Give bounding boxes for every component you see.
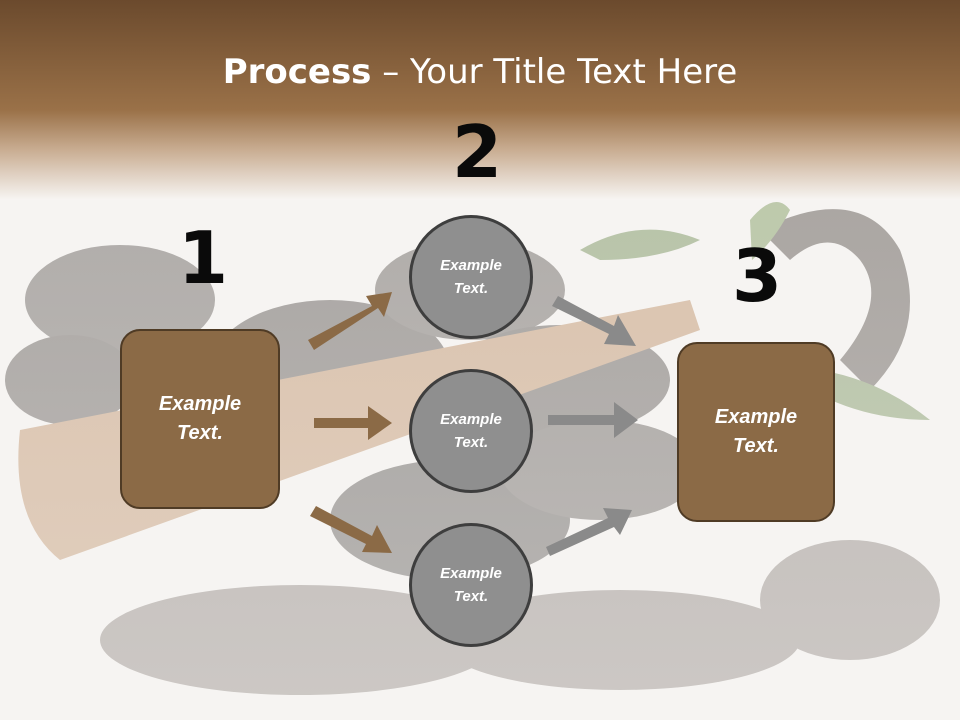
- arrow-from-circle-middle: [548, 402, 638, 438]
- circle-top: Example Text.: [409, 215, 533, 339]
- slide-title: Process – Your Title Text Here: [0, 52, 960, 92]
- right-process-box: Example Text.: [677, 342, 835, 522]
- circle-top-line1: Example: [440, 257, 502, 274]
- step-number-3: 3: [732, 234, 783, 318]
- title-rest: – Your Title Text Here: [371, 52, 738, 92]
- arrow-from-circle-bottom: [546, 508, 632, 556]
- circle-middle-line2: Text.: [453, 434, 489, 451]
- left-box-line1: Example: [158, 393, 242, 415]
- left-process-box: Example Text.: [120, 329, 280, 509]
- arrow-to-circle-top: [308, 292, 392, 350]
- step-number-2: 2: [452, 110, 503, 194]
- circle-bottom: Example Text.: [409, 523, 533, 647]
- circle-middle: Example Text.: [409, 369, 533, 493]
- gray-arrows: [546, 296, 638, 556]
- brown-arrows: [308, 292, 392, 553]
- circle-bottom-line2: Text.: [453, 588, 489, 605]
- step-number-1: 1: [178, 216, 229, 300]
- right-box-line2: Text.: [733, 435, 779, 457]
- right-box-line1: Example: [714, 406, 798, 428]
- circle-top-line2: Text.: [453, 280, 489, 297]
- arrow-to-circle-middle: [314, 406, 392, 440]
- title-bold: Process: [222, 52, 372, 92]
- arrow-to-circle-bottom: [310, 506, 392, 553]
- arrow-from-circle-top: [552, 296, 636, 346]
- left-box-line2: Text.: [177, 422, 223, 444]
- circle-bottom-line1: Example: [440, 565, 502, 582]
- circle-middle-line1: Example: [440, 411, 502, 428]
